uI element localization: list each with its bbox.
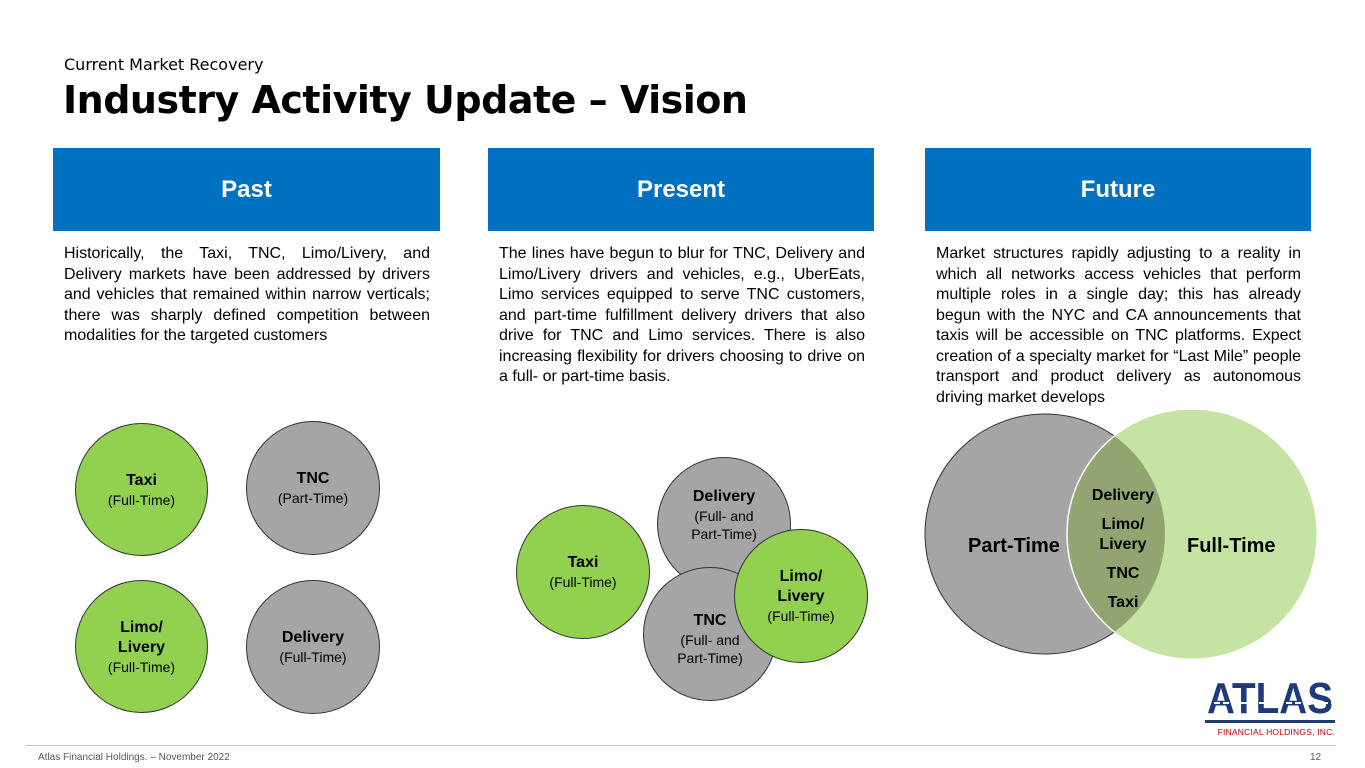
overlap-item: Delivery [1091,487,1155,504]
past-tnc-circle: TNC (Part-Time) [246,421,380,555]
circle-name: Limo/ Livery [117,618,166,656]
past-description: Historically, the Taxi, TNC, Limo/Livery… [64,245,430,344]
circle-name: Taxi [126,471,157,489]
circle-sub: (Full-Time) [279,649,347,665]
past-header: Past [53,148,440,231]
overlap-region [1066,414,1165,654]
circle-sub: (Full-Time) [107,491,176,508]
circle-sub: (Full-Time) [549,574,617,590]
logo-tagline: FINANCIAL HOLDINGS, INC. [1217,727,1335,737]
future-header: Future [925,148,1311,231]
slide-subtitle: Current Market Recovery [64,55,264,74]
overlap-list: Delivery Limo/ Livery TNC Taxi [1073,486,1173,613]
page-number: 12 [1310,752,1322,763]
circle-name: TNC [296,470,330,487]
circle-name: Delivery [692,488,756,505]
svg-text:ATLAS: ATLAS [1207,674,1333,720]
footer-divider [26,745,1336,746]
slide-title: Industry Activity Update – Vision [63,78,748,122]
circle-name: Taxi [567,554,599,571]
overlap-item: Taxi [1107,594,1139,611]
present-limo-circle: Limo/ Livery (Full-Time) [734,529,868,663]
present-description: The lines have begun to blur for TNC, De… [499,245,865,385]
circle-sub: (Full-Time) [767,608,835,624]
overlap-item: TNC [1106,565,1140,582]
logo-bar [1205,720,1335,723]
circle-name: Delivery [281,629,345,646]
future-description: Market structures rapidly adjusting to a… [936,245,1301,406]
circle-sub: (Full- and Part-Time) [677,632,743,666]
present-header: Present [488,148,874,231]
past-taxi-circle: Taxi (Full-Time) [75,423,208,556]
circle-sub: (Part-Time) [277,490,349,506]
overlap-item: Limo/ Livery [1099,516,1147,553]
circle-name: TNC [693,612,727,629]
circle-sub: (Full-Time) [107,658,176,675]
circle-sub: (Full- and Part-Time) [691,508,757,542]
atlas-logo-mark: ATLAS [1205,674,1335,720]
footer-text: Atlas Financial Holdings. – November 202… [38,752,230,763]
part-time-label: Part-Time [968,535,1060,557]
future-venn-diagram [924,410,1318,660]
full-time-label: Full-Time [1187,535,1276,557]
past-limo-circle: Limo/ Livery (Full-Time) [75,580,208,713]
circle-name: Limo/ Livery [777,568,825,605]
past-delivery-circle: Delivery (Full-Time) [246,580,380,714]
present-taxi-circle: Taxi (Full-Time) [516,505,650,639]
atlas-logo: ATLAS FINANCIAL HOLDINGS, INC. [1205,670,1335,742]
